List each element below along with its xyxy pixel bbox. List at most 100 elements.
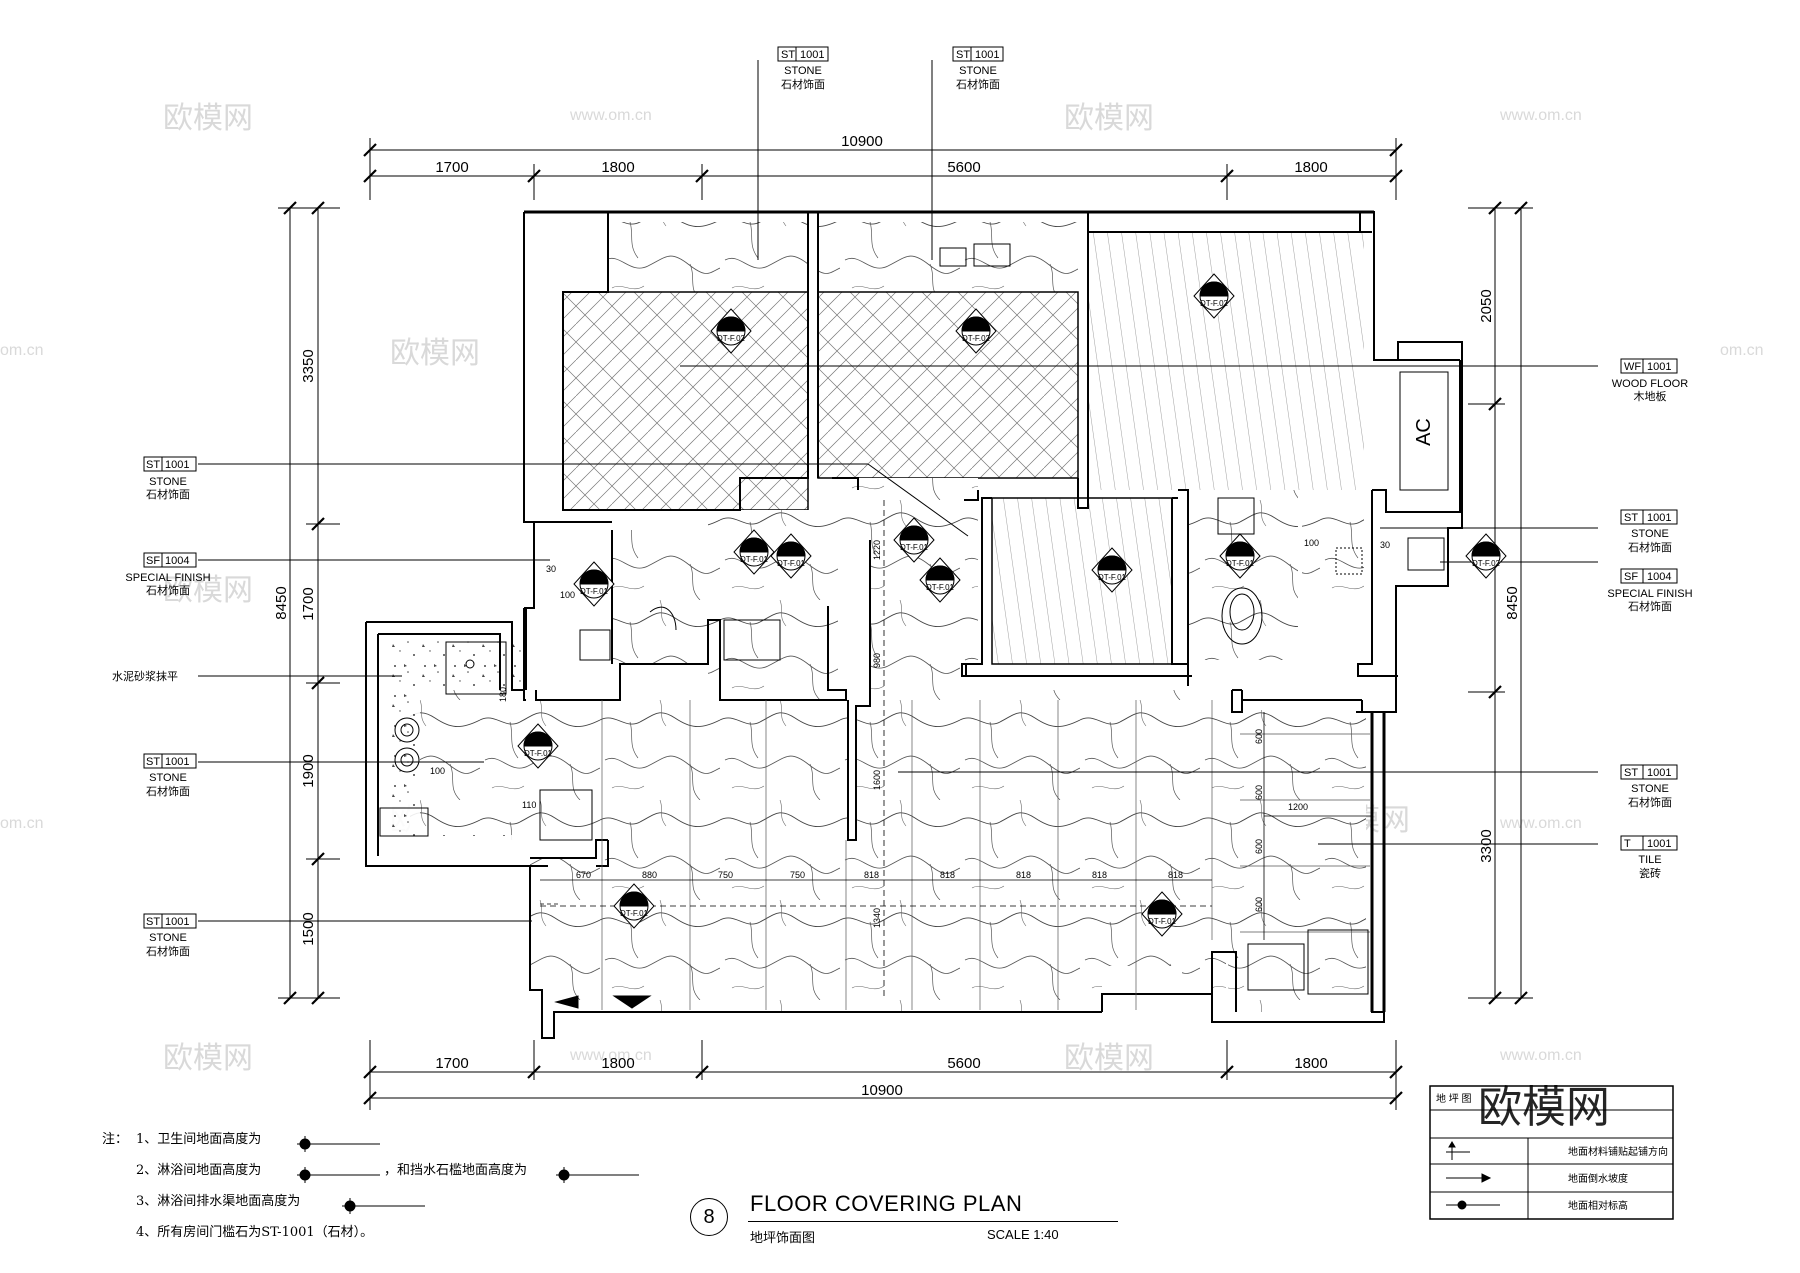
detail-marker: 11 DT-F.02	[1193, 273, 1235, 319]
dim-width-4-bottom: 1800	[1294, 1055, 1327, 1072]
dim-living-818-e: 818	[1168, 870, 1183, 880]
svg-text:ST: ST	[146, 916, 160, 928]
material-tag-left-5: ST 1001 STONE 石材饰面	[143, 913, 197, 958]
legend-row-3: 地面相对标高	[1568, 1199, 1628, 1212]
dim-width-1-bottom: 1700	[435, 1055, 468, 1072]
door-arrow-center	[612, 995, 652, 1009]
door-arrow-left	[554, 995, 579, 1009]
dim-110: 110	[522, 800, 536, 810]
shower-drain	[1407, 537, 1445, 571]
svg-text:ST: ST	[781, 49, 795, 61]
svg-text:DT-F.02: DT-F.02	[962, 334, 991, 343]
detail-marker: 02 DT-F.01	[517, 723, 559, 769]
svg-text:12: 12	[970, 320, 982, 331]
svg-text:08: 08	[1106, 559, 1118, 570]
svg-text:石材饰面: 石材饰面	[1628, 795, 1672, 809]
svg-text:STONE: STONE	[784, 65, 822, 77]
watermark-url: www.om.cn	[1499, 815, 1582, 832]
legend-row-2: 地面倒水坡度	[1568, 1172, 1628, 1185]
dim-living-818-b: 818	[940, 870, 955, 880]
burner-2	[394, 747, 420, 773]
wood-floor-lower	[991, 497, 1173, 665]
herringbone-floor-bedroom-1	[562, 291, 809, 511]
marble-shower-right	[1302, 490, 1364, 610]
dim-100-b: 100	[430, 766, 445, 776]
note-2-text: 2、淋浴间地面高度为	[136, 1163, 262, 1178]
shower-tray-right	[1217, 497, 1255, 535]
walls	[365, 211, 1463, 1039]
svg-text:木地板: 木地板	[1634, 389, 1667, 403]
dim-100-c: 100	[1304, 538, 1319, 548]
svg-text:DT-F.01: DT-F.01	[1226, 559, 1255, 568]
svg-text:DT-F.01: DT-F.01	[900, 543, 929, 552]
drawing-title-cn: 地坪饰面图	[750, 1231, 816, 1246]
utility-box	[539, 789, 593, 841]
svg-text:SPECIAL FINISH: SPECIAL FINISH	[1607, 588, 1692, 600]
watermark-logo-large: 欧模网	[1478, 1083, 1610, 1132]
dim-living-818-a: 818	[864, 870, 879, 880]
notes-block: 注： 1、卫生间地面高度为 2、淋浴间地面高度为 ，和挡水石槛地面高度为 3、淋浴间…	[102, 1124, 742, 1248]
dim-width-2: 1800	[601, 159, 634, 176]
material-note-left-3: 水泥砂浆抹平	[112, 669, 178, 683]
level-marker-icon	[556, 1167, 639, 1183]
material-tag-right-1: WF 1001 WOOD FLOOR 木地板	[1612, 358, 1688, 403]
drawing-scale: SCALE 1:40	[987, 1227, 1059, 1242]
level-marker-icon	[342, 1198, 425, 1214]
material-tag-right-2: ST 1001 STONE 石材饰面	[1620, 509, 1678, 554]
svg-text:水泥砂浆抹平: 水泥砂浆抹平	[112, 669, 178, 683]
note-4-text: 4、所有房间门槛石为ST-1001（石材）。	[136, 1225, 374, 1240]
dim-30-b: 30	[1380, 540, 1390, 550]
dim-living-818-d: 818	[1092, 870, 1107, 880]
stone-strip-right	[818, 222, 1078, 292]
watermark-url: www.om.cn	[1499, 1047, 1582, 1064]
dim-width-3: 5600	[947, 159, 980, 176]
note-2b-text: ，和挡水石槛地面高度为	[384, 1163, 528, 1178]
note-1-text: 1、卫生间地面高度为	[136, 1132, 262, 1147]
svg-text:STONE: STONE	[149, 932, 187, 944]
watermark-logo: 欧模网	[1064, 102, 1154, 135]
svg-text:04: 04	[785, 545, 797, 556]
title-underline	[748, 1221, 1118, 1222]
dim-width-1: 1700	[435, 159, 468, 176]
level-marker-icon	[297, 1167, 380, 1183]
svg-text:10: 10	[1480, 545, 1492, 556]
svg-text:石材饰面: 石材饰面	[1628, 599, 1672, 613]
svg-text:STONE: STONE	[1631, 783, 1669, 795]
dim-living-750-a: 750	[718, 870, 733, 880]
svg-text:06: 06	[748, 541, 760, 552]
notes-prefix: 注：	[102, 1132, 129, 1147]
washing-machine	[379, 807, 429, 837]
svg-text:1001: 1001	[1647, 767, 1671, 779]
dim-height-1: 3350	[300, 349, 317, 382]
svg-text:02: 02	[532, 735, 544, 746]
svg-text:05: 05	[1234, 545, 1246, 556]
svg-text:STONE: STONE	[149, 772, 187, 784]
svg-text:石材饰面: 石材饰面	[146, 487, 190, 501]
svg-text:SF: SF	[146, 555, 160, 567]
svg-text:ST: ST	[146, 756, 160, 768]
dim-600-d: 600	[1254, 897, 1264, 912]
svg-text:03: 03	[1156, 903, 1168, 914]
svg-text:DT-F.02: DT-F.02	[1200, 299, 1229, 308]
svg-text:SPECIAL FINISH: SPECIAL FINISH	[125, 572, 210, 584]
svg-text:石材饰面: 石材饰面	[956, 77, 1000, 91]
material-tag-left-1: ST 1001 STONE 石材饰面	[143, 456, 197, 501]
svg-text:DT-F.01: DT-F.01	[580, 587, 609, 596]
dim-overall-width: 10900	[841, 133, 883, 150]
note-3: 3、淋浴间排水渠地面高度为	[102, 1186, 742, 1217]
storage-cabinet	[1307, 929, 1369, 995]
svg-text:04: 04	[934, 569, 946, 580]
material-tag-left-4: ST 1001 STONE 石材饰面	[143, 753, 197, 798]
watermark-logo: 欧模网	[163, 102, 253, 135]
svg-text:01: 01	[628, 895, 640, 906]
leader-lines	[198, 60, 1598, 922]
dim-1220: 1220	[872, 540, 882, 560]
svg-text:ST: ST	[146, 459, 160, 471]
dim-overall-height-left: 8450	[273, 586, 290, 619]
dim-height-2: 1700	[300, 587, 317, 620]
living-dimension-chain: 670 880 750 750 818 818 818 818 818 1220…	[430, 500, 1390, 1000]
bathtub-corner	[939, 247, 967, 267]
basin-left	[649, 606, 677, 631]
detail-marker: 01 DT-F.01	[613, 883, 655, 929]
